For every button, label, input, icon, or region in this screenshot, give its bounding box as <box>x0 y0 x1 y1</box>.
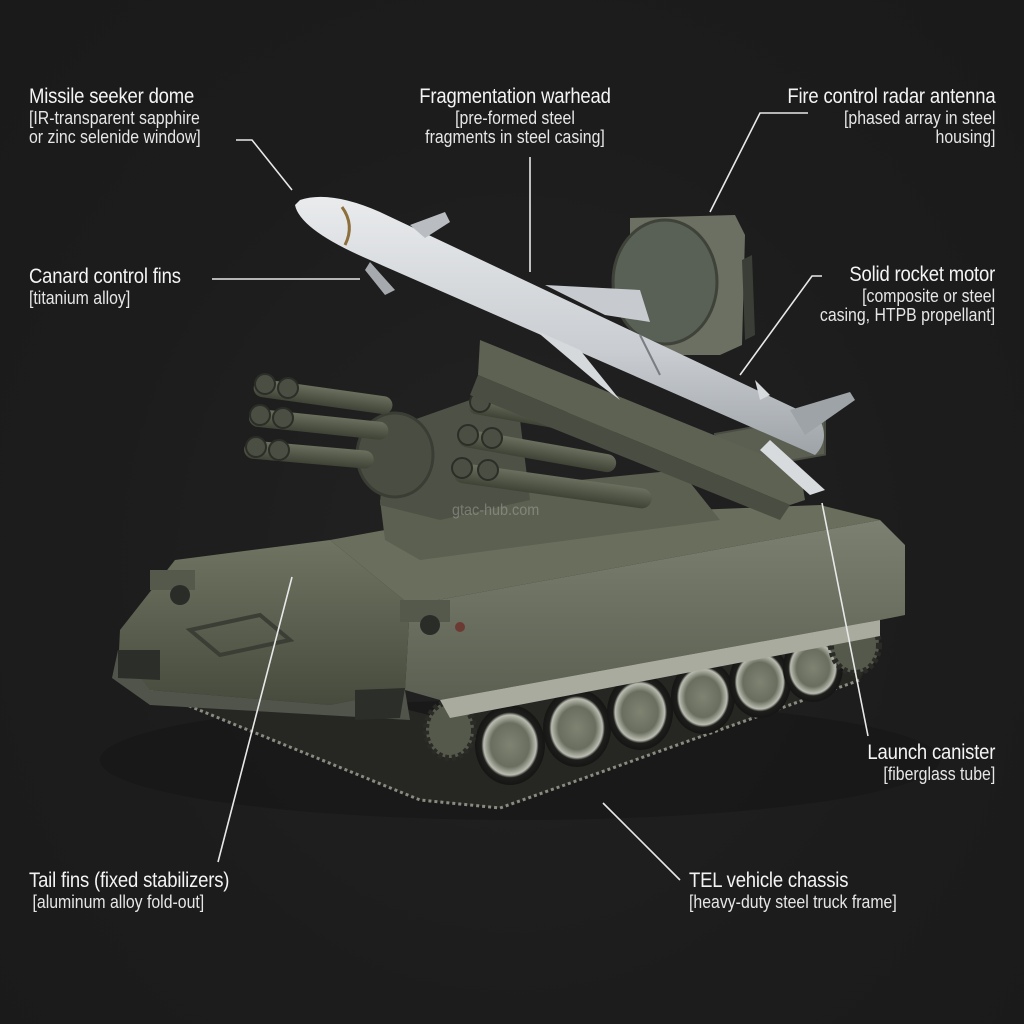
label-desc: [IR-transparent sapphire <box>29 107 200 128</box>
label-title: Fragmentation warhead <box>419 85 611 108</box>
label-canard-control-fins: Canard control fins [titanium alloy] <box>29 265 201 308</box>
leader-lines <box>212 112 869 881</box>
label-missile-seeker-dome: Missile seeker dome [IR-transparent sapp… <box>29 85 224 148</box>
label-desc: [composite or steel <box>862 285 995 306</box>
label-desc: casing, HTPB propellant] <box>819 305 995 326</box>
label-fragmentation-warhead: Fragmentation warhead [pre-formed steel … <box>385 85 645 148</box>
launch-rail <box>470 340 805 520</box>
label-fire-control-radar: Fire control radar antenna [phased array… <box>759 85 995 148</box>
label-desc: [fiberglass tube] <box>883 763 995 784</box>
label-solid-rocket-motor: Solid rocket motor [composite or steel c… <box>796 263 995 326</box>
label-title: TEL vehicle chassis <box>689 869 849 892</box>
label-desc: [titanium alloy] <box>29 287 131 308</box>
label-title: Tail fins (fixed stabilizers) <box>29 869 230 892</box>
missile <box>295 196 855 495</box>
label-launch-canister: Launch canister [fiberglass tube] <box>850 741 995 784</box>
leader-radar <box>709 112 808 213</box>
watermark-text: gtac-hub.com <box>452 502 540 519</box>
leader-motor <box>739 275 822 376</box>
label-title: Fire control radar antenna <box>786 85 995 108</box>
label-desc: [aluminum alloy fold-out] <box>32 891 205 912</box>
leader-canister <box>821 502 869 737</box>
label-desc: [pre-formed steel <box>455 107 575 128</box>
label-title: Canard control fins <box>29 265 181 288</box>
label-title: Missile seeker dome <box>29 85 195 108</box>
label-desc: [heavy-duty steel truck frame] <box>689 891 897 912</box>
label-desc: housing] <box>935 127 995 148</box>
label-desc: fragments in steel casing] <box>425 127 605 148</box>
label-tail-fins: Tail fins (fixed stabilizers) [aluminum … <box>29 869 257 912</box>
leader-seeker <box>236 139 293 191</box>
label-tel-vehicle-chassis: TEL vehicle chassis [heavy-duty steel tr… <box>689 869 925 912</box>
label-desc: or zinc selenide window] <box>29 127 201 148</box>
leader-chassis <box>602 802 681 881</box>
leader-tailfins <box>217 576 293 863</box>
label-title: Solid rocket motor <box>849 263 995 286</box>
label-title: Launch canister <box>867 741 995 764</box>
label-desc: [phased array in steel <box>843 107 995 128</box>
